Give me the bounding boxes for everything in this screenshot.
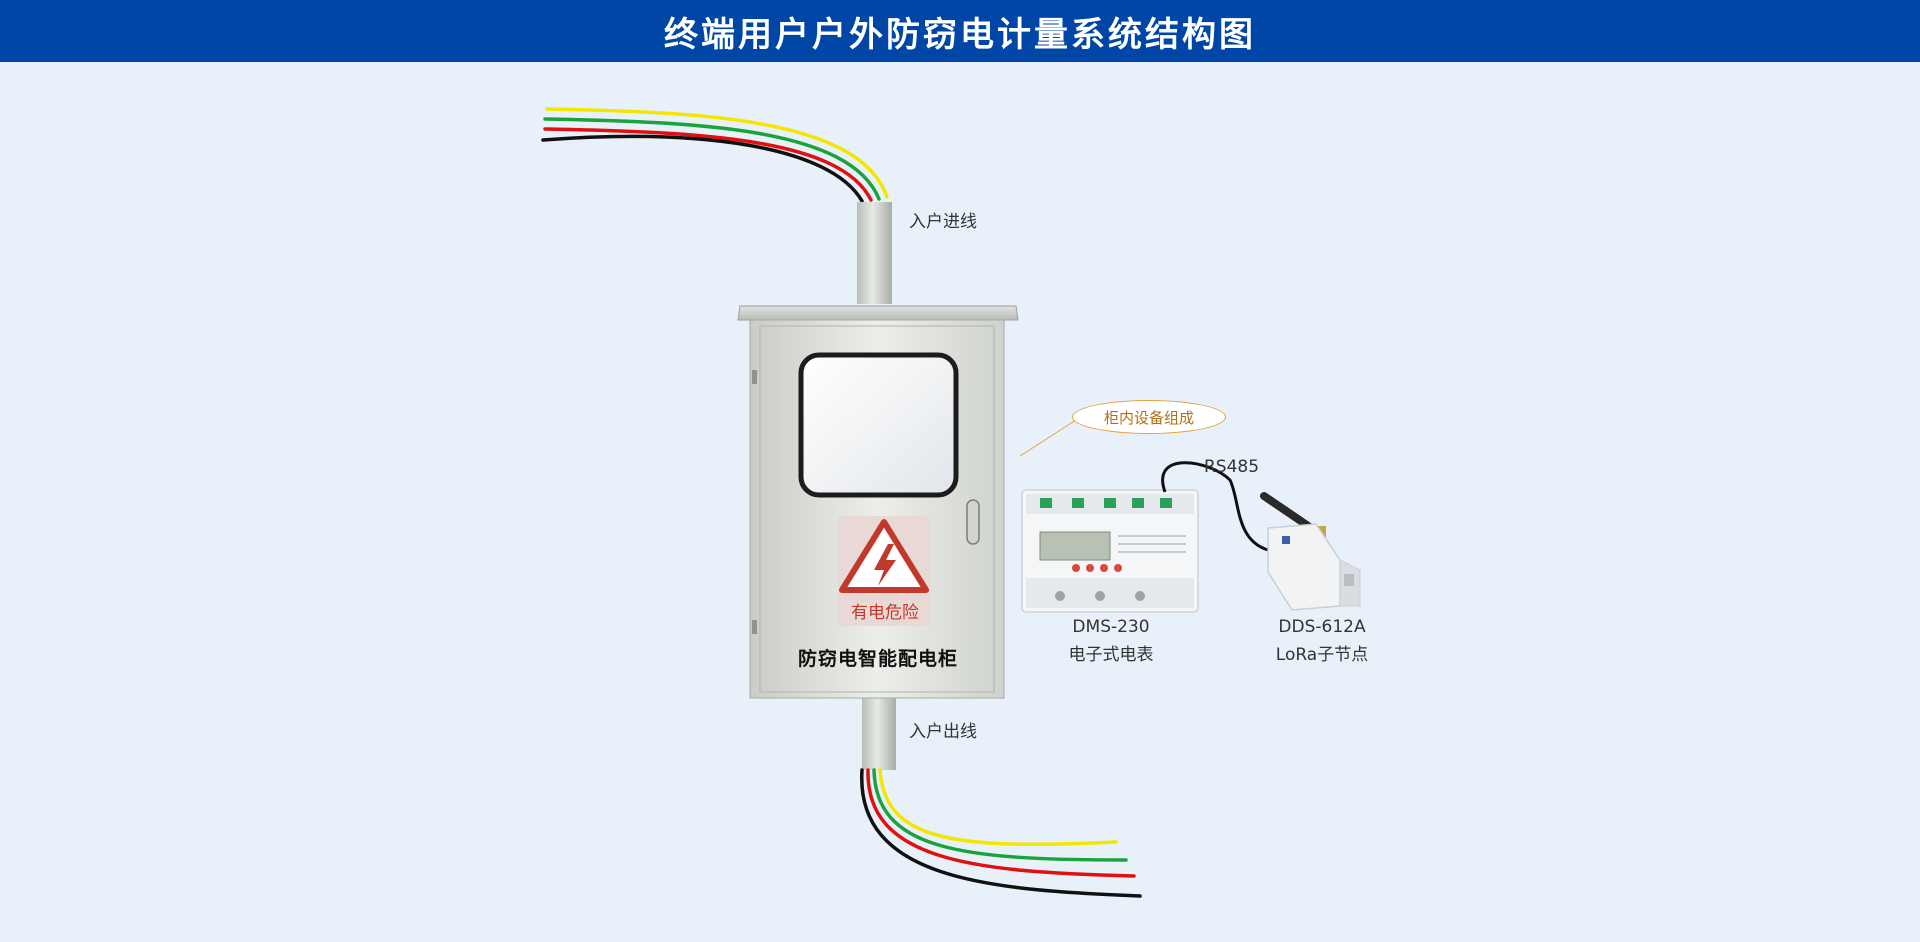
- page-title: 终端用户户外防窃电计量系统结构图: [664, 14, 1256, 55]
- incoming-pipe: [857, 202, 892, 304]
- cabinet-warning-text: 有电危险: [851, 603, 919, 623]
- door-handle: [966, 499, 980, 545]
- outgoing-wire-black: [860, 768, 1142, 898]
- incoming-wire-yellow: [545, 107, 889, 199]
- outgoing-wire-green: [872, 768, 1128, 862]
- incoming-wire-green: [543, 117, 881, 201]
- cabinet-devices-bubble: 柜内设备组成: [1072, 400, 1226, 434]
- callout-line: [1019, 419, 1077, 457]
- rs485-cable: [1161, 461, 1269, 552]
- outgoing-wires: [860, 768, 1142, 898]
- title-bar: 终端用户户外防窃电计量系统结构图: [0, 0, 1920, 62]
- incoming-wire-red: [543, 127, 873, 202]
- cabinet-door: [759, 325, 995, 693]
- incoming-wires: [541, 107, 889, 203]
- incoming-wire-black: [541, 134, 864, 203]
- cabinet-name-text: 防窃电智能配电柜: [797, 648, 959, 670]
- node-name-label: LoRa子节点: [1275, 645, 1369, 665]
- outgoing-line-label: 入户出线: [909, 722, 977, 742]
- outgoing-wire-yellow: [878, 768, 1118, 847]
- cabinet-roof: [737, 305, 1019, 321]
- node-model-label: DDS-612A: [1278, 617, 1366, 637]
- meter-model-label: DMS-230: [1072, 617, 1150, 637]
- outgoing-pipe: [862, 698, 896, 770]
- door-hinge-bottom: [752, 620, 757, 634]
- distribution-cabinet: [737, 305, 1019, 699]
- dds612a-lora-node: [1260, 492, 1361, 611]
- outgoing-wire-red: [866, 768, 1136, 878]
- door-hinge-top: [752, 370, 757, 384]
- dms230-meter: [1021, 489, 1199, 613]
- rs485-label: RS485: [1204, 457, 1260, 477]
- cabinet-window: [798, 352, 959, 498]
- incoming-line-label: 入户进线: [909, 212, 977, 232]
- lightning-warning-icon: [839, 519, 929, 593]
- meter-name-label: 电子式电表: [1068, 645, 1154, 665]
